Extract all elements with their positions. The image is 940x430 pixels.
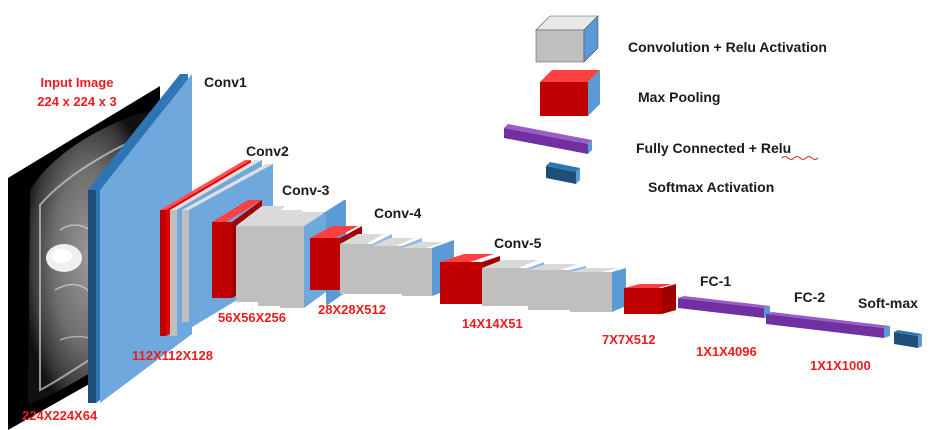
dim-fc2: 1X1X1000 (810, 358, 871, 373)
input-image-size: 224 x 224 x 3 (37, 94, 117, 109)
dim-conv4: 28X28X512 (318, 302, 386, 317)
conv5-block (440, 254, 676, 314)
dim-fc1: 1X1X4096 (696, 344, 757, 359)
conv4-block (310, 226, 454, 296)
legend-conv-icon (535, 15, 599, 63)
dim-conv3: 56X56X256 (218, 310, 286, 325)
legend-pool-icon (540, 70, 600, 116)
softmax-box (894, 330, 922, 348)
fc2-bar (766, 312, 890, 338)
dim-conv2: 112X112X128 (132, 348, 213, 363)
conv2-label: Conv2 (246, 143, 289, 159)
fc1-bar (678, 296, 770, 318)
dim-conv5: 14X14X51 (462, 316, 523, 331)
fc1-label: FC-1 (700, 273, 731, 289)
fc2-label: FC-2 (794, 289, 825, 305)
conv3-label: Conv-3 (282, 182, 330, 198)
legend-fc-relu: Relu (761, 140, 791, 156)
softmax-label: Soft-max (858, 295, 918, 311)
legend-fc-icon (504, 124, 592, 154)
input-image-title: Input Image (41, 75, 114, 90)
dim-conv1: 224X224X64 (22, 408, 98, 423)
conv4-label: Conv-4 (374, 205, 422, 221)
legend-softmax-icon (546, 162, 580, 184)
conv1-label: Conv1 (204, 74, 247, 90)
legend-fc-label: Fully Connected + Relu (636, 140, 791, 156)
legend-pool-label: Max Pooling (638, 89, 720, 105)
dim-pool5: 7X7X512 (602, 332, 656, 347)
legend-conv-label: Convolution + Relu Activation (628, 39, 827, 55)
spellcheck-underline (781, 156, 819, 160)
conv5-label: Conv-5 (494, 235, 542, 251)
legend-softmax-label: Softmax Activation (648, 179, 774, 195)
